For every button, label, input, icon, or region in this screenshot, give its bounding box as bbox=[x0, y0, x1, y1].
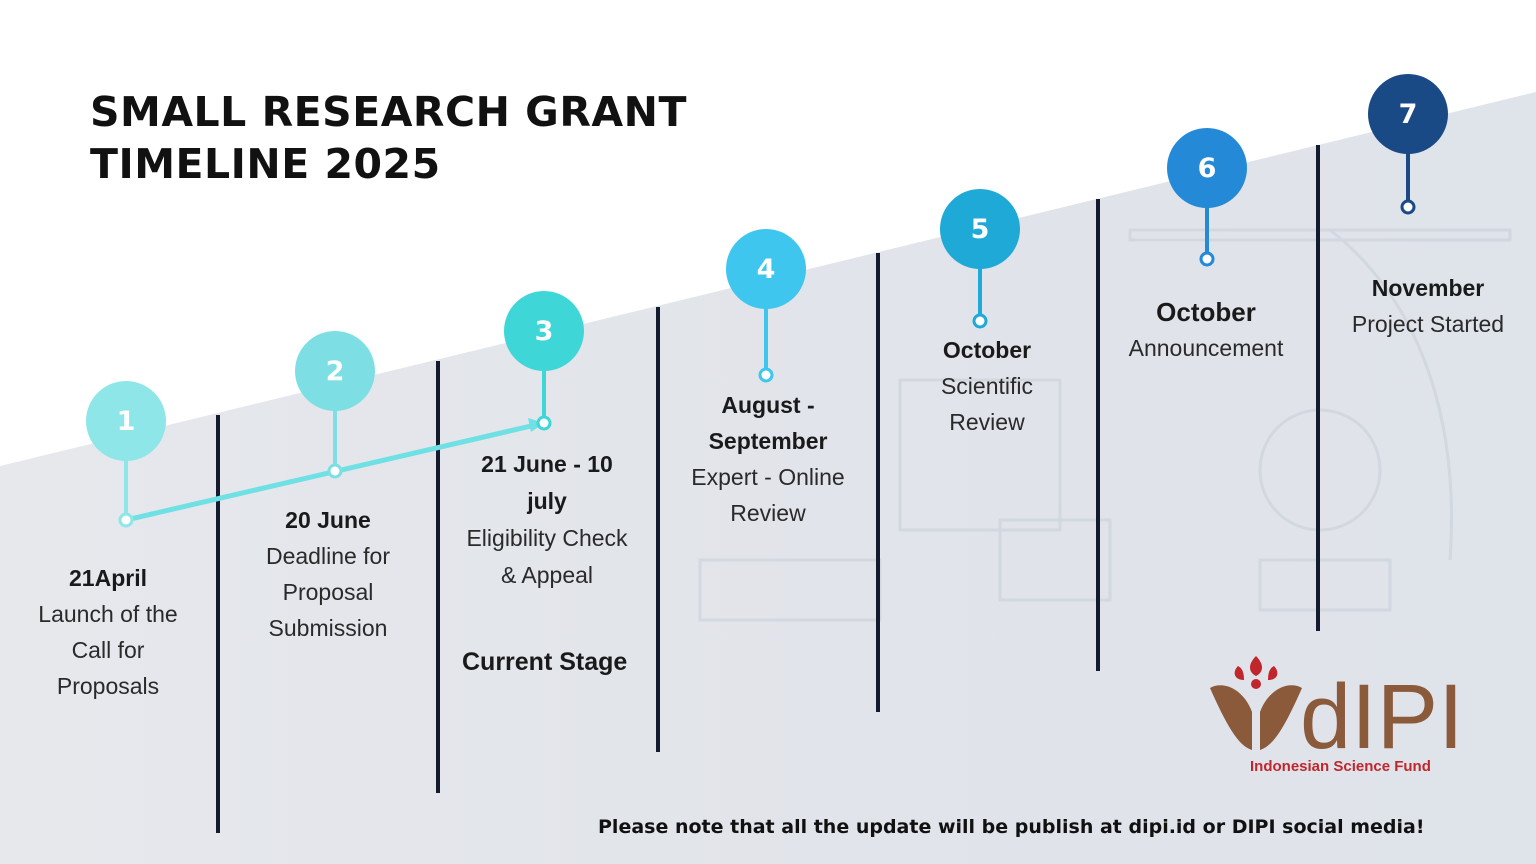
title-line-1: SMALL RESEARCH GRANT bbox=[90, 88, 687, 136]
step-6-description: Announcement bbox=[1128, 335, 1284, 361]
dipi-logo: dIPI bbox=[1210, 656, 1464, 768]
step-3-circle: 3 bbox=[504, 291, 584, 371]
footer-note: Please note that all the update will be … bbox=[598, 816, 1425, 838]
step-3-date: 21 June - 10 july bbox=[481, 451, 613, 514]
stage-dividers bbox=[216, 145, 1320, 833]
step-4-description: Expert - Online Review bbox=[691, 464, 845, 526]
dipi-emblem bbox=[1210, 656, 1302, 750]
step-2-label: 20 June Deadline for Proposal Submission bbox=[248, 502, 408, 646]
step-5-description: Scientific Review bbox=[940, 373, 1034, 435]
step-4-date: August - September bbox=[708, 392, 828, 454]
step-1-date: 21April bbox=[69, 565, 147, 591]
step-7-label: November Project Started bbox=[1330, 270, 1526, 342]
diagonal-band bbox=[0, 92, 1536, 864]
logo-subtitle: Indonesian Science Fund bbox=[1250, 758, 1431, 775]
step-7-date: November bbox=[1371, 275, 1485, 301]
step-6-date: October bbox=[1156, 297, 1256, 327]
step-5-circle: 5 bbox=[940, 189, 1020, 269]
step-7-circle: 7 bbox=[1368, 74, 1448, 154]
step-2-date: 20 June bbox=[285, 507, 371, 533]
step-3-label: 21 June - 10 july Eligibility Check & Ap… bbox=[452, 446, 642, 594]
step-2-circle: 2 bbox=[295, 331, 375, 411]
step-6-circle: 6 bbox=[1167, 128, 1247, 208]
dipi-wordmark: dIPI bbox=[1300, 666, 1464, 768]
step-7-description: Project Started bbox=[1351, 311, 1505, 337]
step-4-label: August - September Expert - Online Revie… bbox=[680, 387, 856, 531]
step-5-date: October bbox=[942, 337, 1032, 363]
page-title: SMALL RESEARCH GRANT TIMELINE 2025 bbox=[90, 86, 687, 190]
step-5-label: October Scientific Review bbox=[914, 332, 1060, 440]
current-stage-label: Current Stage bbox=[462, 648, 628, 676]
step-stems bbox=[124, 152, 1410, 520]
step-6-label: October Announcement bbox=[1106, 294, 1306, 366]
step-1-description: Launch of the Call for Proposals bbox=[38, 601, 178, 699]
step-anchor-dots bbox=[118, 199, 1416, 528]
step-2-description: Deadline for Proposal Submission bbox=[265, 543, 391, 641]
title-line-2: TIMELINE 2025 bbox=[90, 140, 441, 188]
step-4-circle: 4 bbox=[726, 229, 806, 309]
step-1-circle: 1 bbox=[86, 381, 166, 461]
step-1-label: 21April Launch of the Call for Proposals bbox=[26, 560, 190, 704]
step-3-description: Eligibility Check & Appeal bbox=[466, 525, 628, 588]
